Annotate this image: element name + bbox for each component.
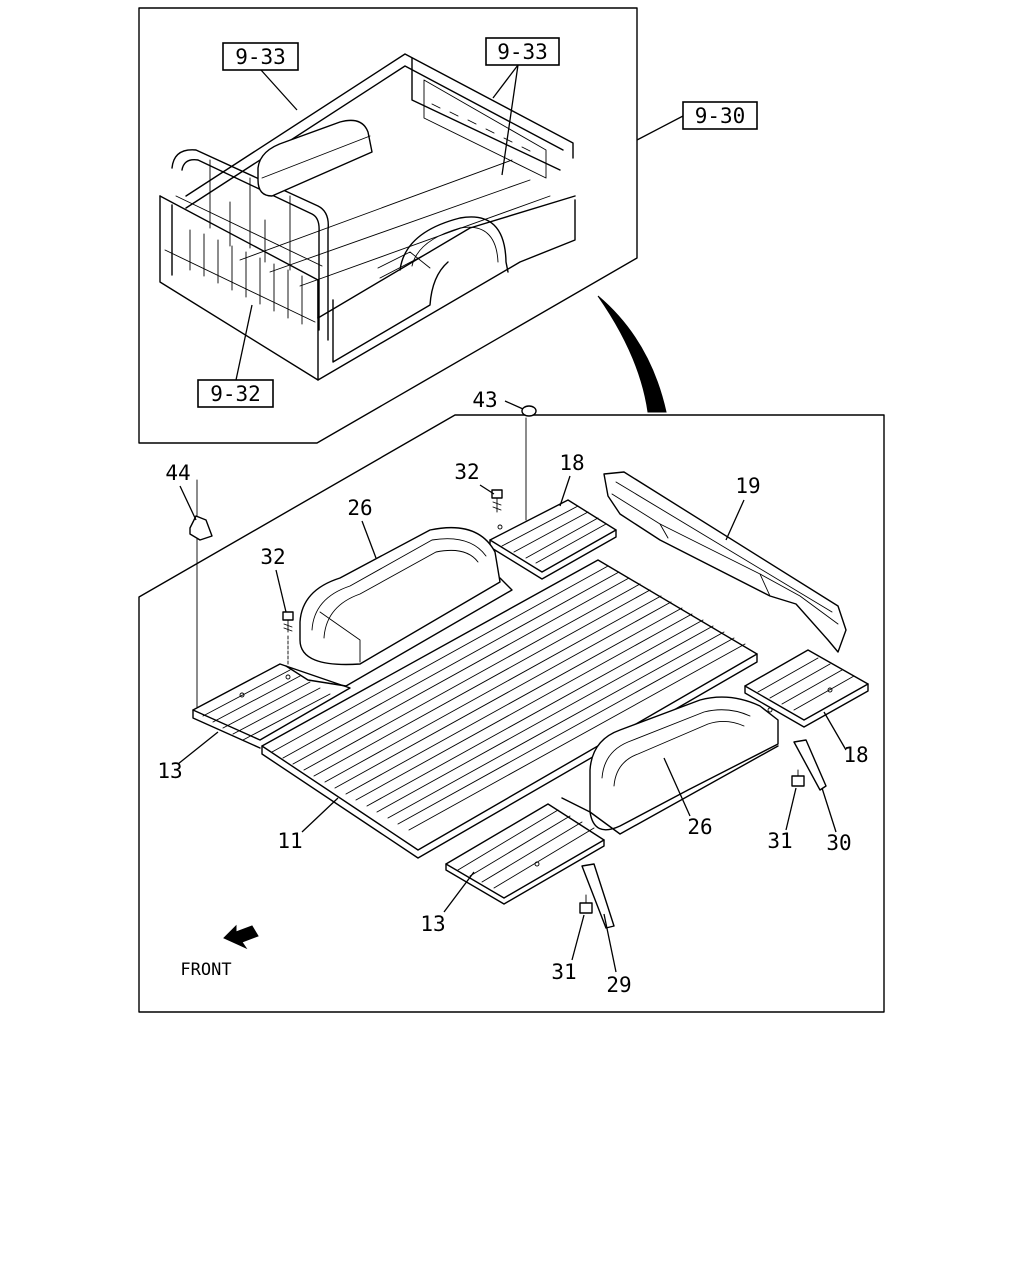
callout-13-front: 13 xyxy=(420,871,475,936)
svg-text:32: 32 xyxy=(260,545,285,569)
callout-44: 44 xyxy=(165,461,197,521)
svg-text:18: 18 xyxy=(843,743,868,767)
callout-31-front: 31 xyxy=(551,914,585,984)
floor-panel-18-front xyxy=(744,649,869,728)
callout-32-front: 32 xyxy=(260,545,287,613)
svg-text:32: 32 xyxy=(454,460,479,484)
svg-text:43: 43 xyxy=(472,388,497,412)
leader-9-33-right-a xyxy=(492,64,519,99)
bracket-30 xyxy=(793,739,827,791)
svg-text:9-30: 9-30 xyxy=(695,104,746,128)
svg-text:9-33: 9-33 xyxy=(235,45,286,69)
svg-text:44: 44 xyxy=(165,461,190,485)
floor-panel-13-front xyxy=(445,803,605,905)
callout-31-rear: 31 xyxy=(767,787,797,853)
leader-9-33-right-b xyxy=(501,64,519,176)
callout-43: 43 xyxy=(472,388,524,412)
leader-9-30 xyxy=(636,115,684,141)
callout-26-rear: 26 xyxy=(347,496,377,559)
front-label: FRONT xyxy=(180,960,231,980)
exploded-view: 43 44 32 32 18 19 26 18 xyxy=(138,388,885,1013)
svg-text:11: 11 xyxy=(277,829,302,853)
cross-member-19 xyxy=(603,471,847,653)
callout-26-front: 26 xyxy=(663,757,713,839)
front-arrow-icon xyxy=(223,924,259,950)
svg-text:18: 18 xyxy=(559,451,584,475)
svg-text:30: 30 xyxy=(826,831,851,855)
callout-29: 29 xyxy=(603,913,632,997)
callout-18-rear: 18 xyxy=(559,451,585,507)
leader-9-32 xyxy=(235,304,253,381)
truck-body-illustration xyxy=(159,53,576,381)
svg-text:13: 13 xyxy=(420,912,445,936)
floor-panel-11 xyxy=(261,559,758,859)
callout-13-rear: 13 xyxy=(157,731,219,783)
callout-19: 19 xyxy=(725,474,761,541)
truck-body-inset: 9-33 9-33 9-30 9-32 xyxy=(138,7,758,444)
ref-box-9-30[interactable]: 9-30 xyxy=(682,101,758,130)
wheel-housing-26-rear xyxy=(285,526,513,687)
callout-32-rear: 32 xyxy=(454,460,495,495)
leader-9-33-left xyxy=(260,69,298,111)
bolt-32-front xyxy=(282,611,294,665)
callout-11: 11 xyxy=(277,797,339,853)
svg-text:19: 19 xyxy=(735,474,760,498)
bolt-32-rear xyxy=(491,489,503,513)
callout-18-front: 18 xyxy=(823,711,869,767)
svg-text:29: 29 xyxy=(606,973,631,997)
ref-box-9-32[interactable]: 9-32 xyxy=(197,379,274,408)
plug-43 xyxy=(521,405,537,521)
svg-text:9-32: 9-32 xyxy=(210,382,261,406)
svg-text:31: 31 xyxy=(551,960,576,984)
wheel-housing-26-front xyxy=(561,696,779,835)
front-direction-indicator: FRONT xyxy=(180,924,259,980)
svg-text:26: 26 xyxy=(687,815,712,839)
svg-text:26: 26 xyxy=(347,496,372,520)
floor-panel-18-rear xyxy=(489,499,617,580)
bracket-44 xyxy=(189,515,213,541)
svg-text:9-33: 9-33 xyxy=(497,40,548,64)
svg-text:31: 31 xyxy=(767,829,792,853)
bolt-31-front xyxy=(579,894,593,914)
ref-box-9-33-right[interactable]: 9-33 xyxy=(485,37,560,66)
ref-box-9-33-left[interactable]: 9-33 xyxy=(222,42,299,71)
pointer-arrow xyxy=(597,295,667,413)
bracket-29 xyxy=(581,863,615,929)
callout-30: 30 xyxy=(821,787,852,855)
bolt-31-rear xyxy=(791,769,805,787)
